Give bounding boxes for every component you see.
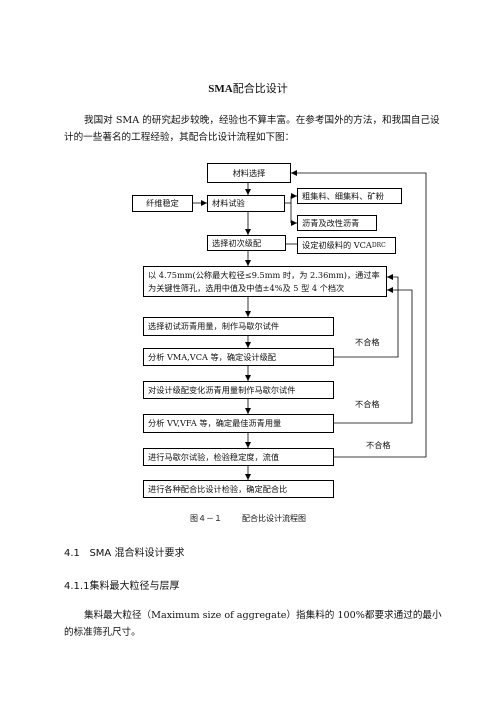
section-title: SMA 混合料设计要求	[89, 548, 185, 559]
box-sieve-criteria: 以 4.75mm(公称最大粒径≤9.5mm 时，为 2.36mm)，通过率为关键…	[143, 266, 387, 297]
caption-figure-number: 图４－１	[190, 514, 222, 523]
vca-subscript: DRC	[371, 242, 386, 249]
box-step-marshall-test: 进行马歇尔试验，检验稳定度，流值	[143, 448, 334, 466]
subsection-number: 4.1.1	[64, 581, 90, 592]
box-step-design-gradation: 分析 VMA,VCA 等，确定设计级配	[143, 348, 334, 366]
section-heading: 4.1 SMA 混合料设计要求	[64, 544, 184, 559]
title-prefix: SMA	[208, 83, 233, 95]
caption-text: 配合比设计流程图	[242, 514, 306, 523]
vca-label: 设定初级料的 VCA	[302, 240, 372, 250]
box-step-vary-asphalt: 对设计级配变化沥青用量制作马歇尔试件	[143, 381, 334, 399]
fail-label-2: 不合格	[355, 399, 380, 409]
box-asphalt: 沥青及改性沥青	[297, 215, 377, 231]
title-rest: 配合比设计	[232, 82, 288, 95]
box-material-select: 材料选择	[207, 163, 291, 183]
section-number: 4.1	[64, 548, 80, 559]
flowchart-connectors	[193, 170, 427, 480]
box-initial-gradation: 选择初次级配	[207, 235, 286, 251]
subsection-heading: 4.1.1集料最大粒径与层厚	[64, 577, 179, 592]
fail-label-3: 不合格	[366, 440, 391, 450]
box-fiber-stability: 纤维稳定	[132, 195, 193, 212]
box-material-test: 材料试验	[207, 195, 285, 212]
box-step-final-check: 进行各种配合比设计检验，确定配合比	[143, 480, 334, 498]
page-title: SMA配合比设计	[0, 80, 496, 96]
body-paragraph: 集料最大粒径（Maximum size of aggregate）指集料的 10…	[64, 610, 442, 638]
box-step-initial-asphalt: 选择初试沥青用量，制作马歇尔试件	[143, 317, 334, 336]
box-aggregates: 粗集料、细集料、矿粉	[297, 188, 402, 204]
intro-paragraph: 我国对 SMA 的研究起步较晚，经验也不算丰富。在参考国外的方法，和我国自己设计…	[64, 115, 440, 143]
figure-caption: 图４－１ 配合比设计流程图	[0, 513, 496, 524]
box-step-optimum-asphalt: 分析 VV,VFA 等，确定最佳沥青用量	[143, 414, 334, 433]
fail-label-1: 不合格	[355, 337, 380, 347]
subsection-title: 集料最大粒径与层厚	[89, 581, 180, 592]
